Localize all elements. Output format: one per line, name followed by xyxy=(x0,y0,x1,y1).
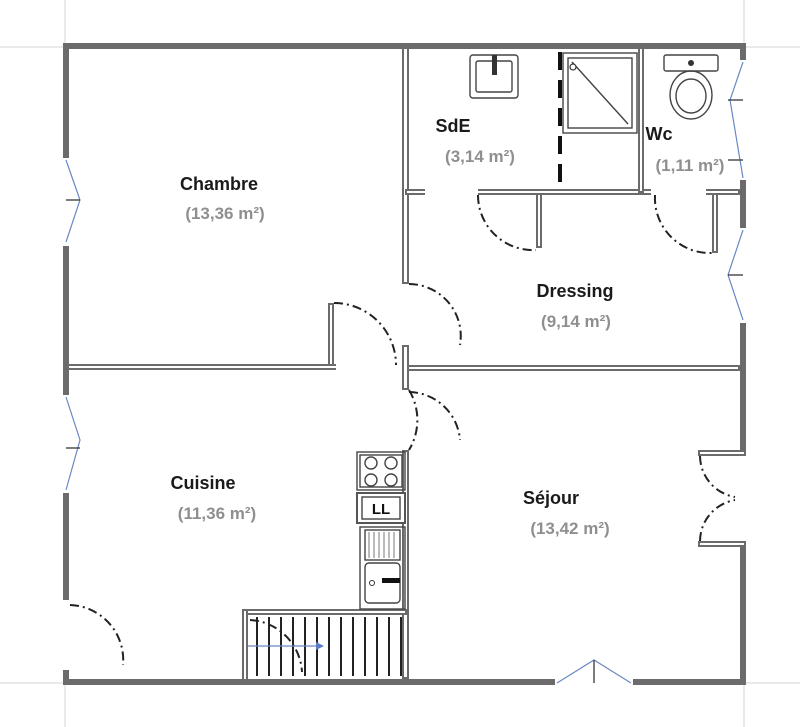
room-wc: Wc (1,11 m²) xyxy=(646,124,725,175)
cooktop xyxy=(356,451,406,491)
sejour-right-door-bottom xyxy=(699,499,736,542)
room-chambre: Chambre (13,36 m²) xyxy=(180,174,265,223)
laundry-label: LL xyxy=(372,501,390,518)
stair-arc xyxy=(249,619,303,673)
room-area-chambre: (13,36 m²) xyxy=(185,204,264,223)
room-sde: SdE (3,14 m²) xyxy=(435,116,514,166)
kitchen-sink xyxy=(359,526,406,610)
sejour-door-arc xyxy=(408,391,461,441)
room-sejour: Séjour (13,42 m²) xyxy=(523,488,610,538)
dressing-left-door xyxy=(408,283,462,346)
washbasin xyxy=(469,54,519,99)
room-area-sejour: (13,42 m²) xyxy=(530,519,609,538)
wc-door xyxy=(653,194,713,255)
room-name-chambre: Chambre xyxy=(180,174,258,194)
staircase xyxy=(248,617,402,676)
shower-tray xyxy=(562,52,638,134)
room-area-dressing: (9,14 m²) xyxy=(541,312,611,331)
sejour-right-door-top xyxy=(699,455,736,498)
room-name-wc: Wc xyxy=(646,124,673,144)
room-name-sejour: Séjour xyxy=(523,488,579,508)
sde-door xyxy=(476,194,537,252)
cuisine-door xyxy=(69,604,125,666)
doors xyxy=(69,194,736,673)
room-name-sde: SdE xyxy=(435,116,470,136)
room-area-cuisine: (11,36 m²) xyxy=(178,504,256,523)
room-dressing: Dressing (9,14 m²) xyxy=(536,281,613,331)
room-cuisine: Cuisine (11,36 m²) xyxy=(170,473,256,523)
room-area-wc: (1,11 m²) xyxy=(656,156,725,175)
sejour-door xyxy=(408,389,419,451)
laundry-machine: LL xyxy=(356,492,406,524)
window-symbols xyxy=(65,61,744,684)
room-name-cuisine: Cuisine xyxy=(170,473,235,493)
room-name-dressing: Dressing xyxy=(536,281,613,301)
toilet xyxy=(663,54,719,120)
room-area-sde: (3,14 m²) xyxy=(445,147,515,166)
